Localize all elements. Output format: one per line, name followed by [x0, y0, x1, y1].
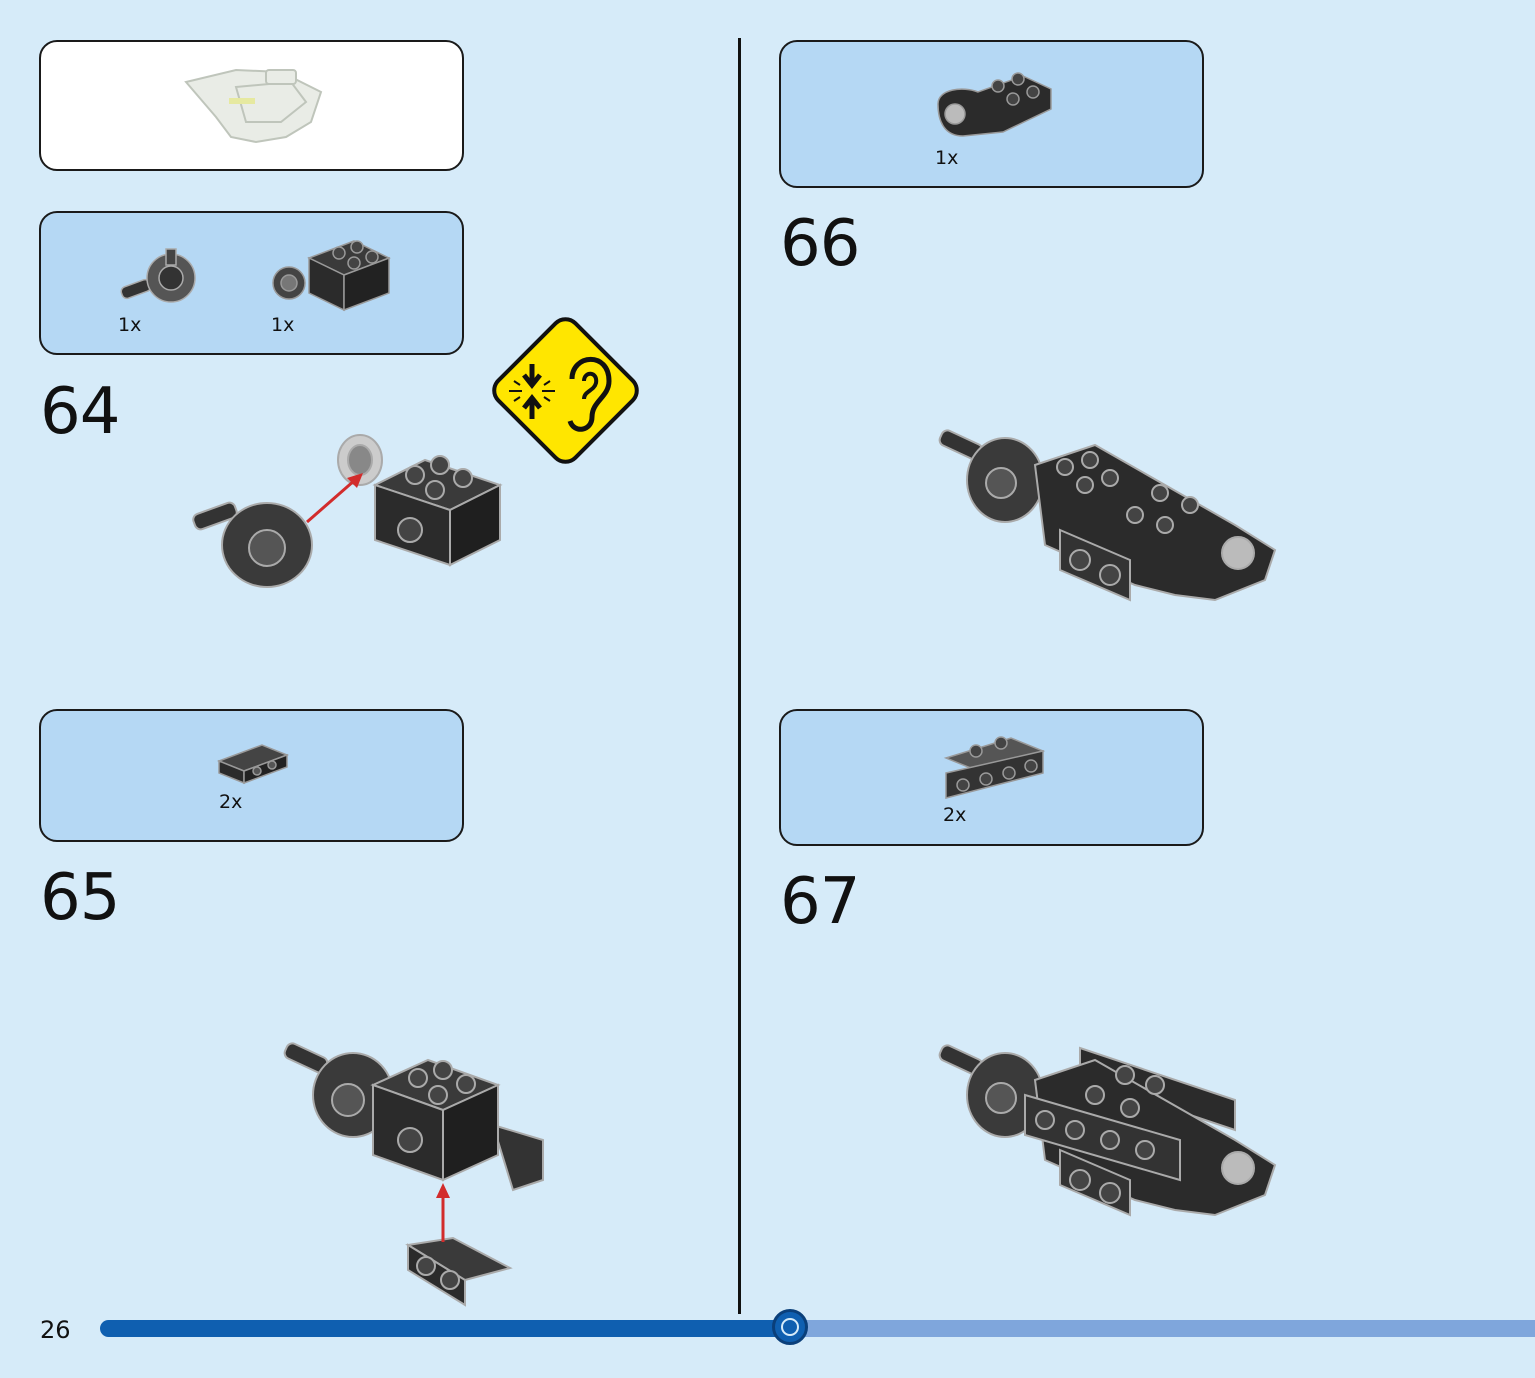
step-64-part-2-qty: 1x [271, 314, 295, 336]
step-65-number: 65 [40, 861, 120, 935]
submodel-preview-image [184, 68, 323, 144]
progress-bar-remaining [790, 1320, 1535, 1337]
column-divider [738, 38, 741, 1314]
step-65-part-qty: 2x [219, 791, 243, 813]
progress-bar-fill [100, 1320, 792, 1337]
bracket-plate-part-icon [216, 744, 290, 785]
step-65-parts-box: 2x [39, 709, 464, 842]
step-67-parts-box: 2x [779, 709, 1204, 846]
step-67-part-qty: 2x [943, 804, 967, 826]
step-66-build-illustration [938, 429, 1277, 602]
step-64-parts-box: 1x 1x [39, 211, 464, 355]
long-bracket-part-icon [943, 736, 1046, 799]
step-66-parts-box: 1x [779, 40, 1204, 188]
step-66-part-qty: 1x [935, 147, 959, 169]
page-number: 26 [40, 1316, 71, 1344]
step-64-part-1-qty: 1x [118, 314, 142, 336]
progress-indicator-icon [772, 1309, 808, 1345]
click-sound-warning-icon [492, 317, 639, 464]
step-67-number: 67 [780, 865, 860, 939]
step-65-build-illustration [283, 1042, 544, 1307]
step-64-number: 64 [40, 375, 120, 449]
connector-part-icon [120, 248, 196, 303]
step-66-number: 66 [780, 207, 860, 281]
step-67-build-illustration [938, 1044, 1277, 1217]
steering-arm-part-icon [937, 72, 1052, 137]
step-64-build-illustration [192, 434, 503, 588]
brick-with-pin-part-icon [272, 240, 391, 312]
submodel-preview-box [39, 40, 464, 171]
